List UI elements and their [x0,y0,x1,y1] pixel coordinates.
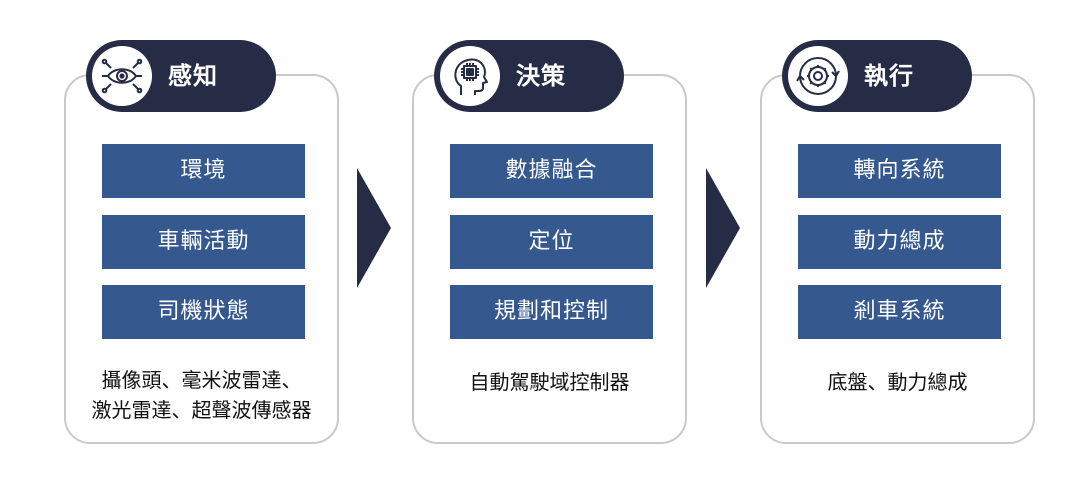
card-perception: 環境 車輛活動 司機狀態 攝像頭、毫米波雷達、 激光雷達、超聲波傳感器 [64,74,339,444]
caption-line: 自動駕駛域控制器 [469,370,630,394]
item-box: 環境 [102,144,305,198]
head-chip-icon [454,58,488,95]
flow-arrow [706,168,740,288]
header-decision: 決策 [434,40,624,112]
item-box: 司機狀態 [102,285,305,339]
item-box: 定位 [450,215,653,269]
eye-circuit-icon [101,58,143,94]
item-box: 數據融合 [450,144,653,198]
item-box: 規劃和控制 [450,285,653,339]
card-decision: 數據融合 定位 規劃和控制 自動駕駛域控制器 [412,74,687,444]
column-title: 感知 [168,61,218,90]
item-box: 轉向系統 [798,144,1001,198]
column-title: 決策 [516,61,566,90]
item-box: 車輛活動 [102,215,305,269]
gear-cycle-icon [796,57,840,95]
header-perception: 感知 [86,40,276,112]
header-execution: 執行 [782,40,972,112]
item-box: 剎車系統 [798,285,1001,339]
card-execution: 轉向系統 動力總成 剎車系統 底盤、動力總成 [760,74,1035,444]
item-box: 動力總成 [798,215,1001,269]
caption: 底盤、動力總成 [762,367,1033,397]
caption-line: 激光雷達、超聲波傳感器 [91,398,312,422]
column-title: 執行 [864,61,914,90]
caption: 攝像頭、毫米波雷達、 激光雷達、超聲波傳感器 [66,365,337,425]
caption: 自動駕駛域控制器 [414,367,685,397]
caption-line: 攝像頭、毫米波雷達、 [101,368,302,392]
flow-arrow [357,168,391,288]
caption-line: 底盤、動力總成 [827,370,968,394]
